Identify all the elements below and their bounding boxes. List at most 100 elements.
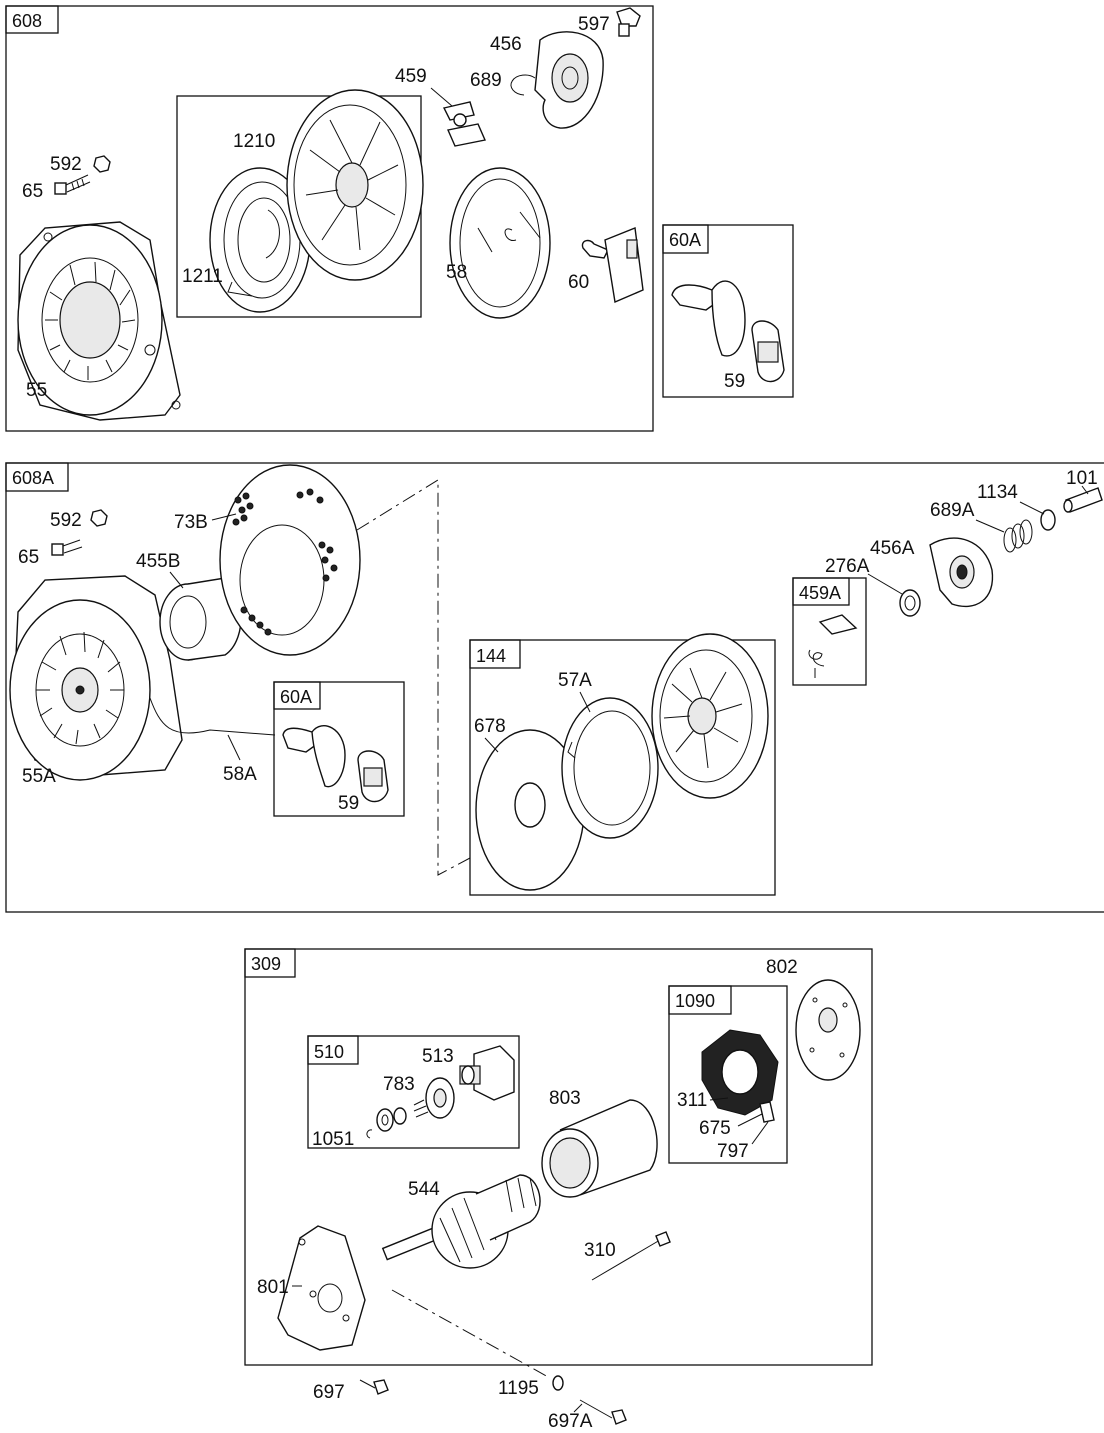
callout-697: 697 <box>313 1382 345 1403</box>
callout-60: 60 <box>568 272 589 293</box>
callout-597: 597 <box>578 14 610 35</box>
callout-802: 802 <box>766 957 798 978</box>
part-101-pin <box>1063 487 1103 513</box>
part-456-cam <box>534 31 604 129</box>
part-55-blower-housing <box>17 221 181 421</box>
part-1195-washer <box>552 1375 564 1391</box>
callout-1211: 1211 <box>182 266 223 287</box>
part-689-clip <box>510 74 536 96</box>
callout-311: 311 <box>677 1090 707 1111</box>
callout-58: 58 <box>446 262 467 283</box>
axis-line-p2 <box>356 479 471 876</box>
subbox-60A-p1 <box>662 224 794 398</box>
part-58-rope <box>449 167 551 319</box>
subbox-459A-tag <box>792 577 850 606</box>
part-55A-blower-housing <box>9 575 276 781</box>
panel-608-frame <box>5 5 654 432</box>
panel-309: 309 510 <box>244 948 873 1432</box>
part-783-pinion <box>413 1077 455 1119</box>
part-65-bolt <box>54 174 91 195</box>
part-697-bolt <box>359 1379 389 1395</box>
callout-803: 803 <box>549 1088 581 1109</box>
callout-801: 801 <box>257 1277 289 1298</box>
subbox-60A-p2 <box>273 681 405 817</box>
subbox-144 <box>469 639 776 896</box>
callout-59-p1: 59 <box>724 371 745 392</box>
part-65-bolt-p2 <box>51 539 83 556</box>
part-455B-cup <box>159 577 242 661</box>
part-678-washer <box>475 729 585 891</box>
part-60A-handle-p2 <box>282 725 346 788</box>
panel-608A-frame <box>5 462 1104 913</box>
subbox-1090-tag <box>668 985 732 1015</box>
callout-592-p2: 592 <box>50 510 82 531</box>
part-60A-handle-p1 <box>671 280 746 357</box>
callout-689: 689 <box>470 70 502 91</box>
part-1051-clip <box>366 1129 373 1139</box>
part-689A-spring <box>1003 519 1033 553</box>
callout-459: 459 <box>395 66 427 87</box>
panel-608-tag <box>5 5 59 34</box>
subbox-1090-title: 1090 <box>675 991 715 1011</box>
axis-line-p3 <box>391 1289 551 1379</box>
panel-608-title: 608 <box>12 11 42 31</box>
part-60-handle <box>581 227 644 303</box>
part-59-insert-p2 <box>357 750 389 803</box>
callout-455B: 455B <box>136 551 180 572</box>
callout-65-p2: 65 <box>18 547 39 568</box>
panel-608: 608 <box>5 5 794 432</box>
callout-59-p2: 59 <box>338 793 359 814</box>
callout-592: 592 <box>50 154 82 175</box>
subbox-60A-p2-title: 60A <box>280 687 312 707</box>
callout-57A: 57A <box>558 670 592 691</box>
callout-678: 678 <box>474 716 506 737</box>
part-597-screw <box>616 7 641 37</box>
part-73B-screen <box>219 464 361 656</box>
callout-1134: 1134 <box>977 482 1018 503</box>
callout-783: 783 <box>383 1074 415 1095</box>
panel-309-title: 309 <box>251 954 281 974</box>
part-1134-washer <box>1040 509 1056 531</box>
callout-65: 65 <box>22 181 43 202</box>
panel-608A-tag <box>5 462 69 492</box>
callout-697A: 697A <box>548 1411 593 1432</box>
part-802-end-plate <box>795 979 861 1081</box>
callout-58A: 58A <box>223 764 257 785</box>
subbox-510 <box>307 1035 520 1149</box>
callout-544: 544 <box>408 1179 440 1200</box>
part-456A-cam <box>929 537 994 608</box>
part-collar-510 <box>376 1108 394 1132</box>
callout-689A: 689A <box>930 500 975 521</box>
part-276A-washer <box>899 589 921 617</box>
callout-55: 55 <box>26 380 47 401</box>
subbox-60A-p2-tag <box>273 681 321 710</box>
part-592-nut <box>93 155 111 173</box>
part-544-armature <box>381 1174 541 1269</box>
part-1210-pulley <box>286 89 424 281</box>
part-513-drive-head <box>459 1045 515 1101</box>
part-801-endcap <box>277 1225 366 1351</box>
part-459-pawl <box>442 101 486 147</box>
subbox-144-title: 144 <box>476 646 506 666</box>
callout-1210: 1210 <box>233 131 275 152</box>
subbox-459A-title: 459A <box>799 583 841 603</box>
callout-675: 675 <box>699 1118 731 1139</box>
panel-309-frame <box>244 948 873 1366</box>
callout-1195: 1195 <box>498 1378 539 1399</box>
callout-456A: 456A <box>870 538 915 559</box>
panel-608A: 608A <box>5 462 1104 913</box>
callout-513: 513 <box>422 1046 454 1067</box>
callout-1051: 1051 <box>312 1129 354 1150</box>
callout-73B: 73B <box>174 512 208 533</box>
callout-310: 310 <box>584 1240 616 1261</box>
part-592-nut-p2 <box>90 509 108 527</box>
part-1090-brush-holder <box>701 1029 779 1123</box>
callout-55A: 55A <box>22 766 56 787</box>
part-803-housing <box>541 1099 658 1198</box>
panel-608A-title: 608A <box>12 468 54 488</box>
part-144-pulley <box>651 633 769 799</box>
subbox-144-tag <box>469 639 521 669</box>
callout-456: 456 <box>490 34 522 55</box>
part-57A-spring <box>561 697 659 839</box>
